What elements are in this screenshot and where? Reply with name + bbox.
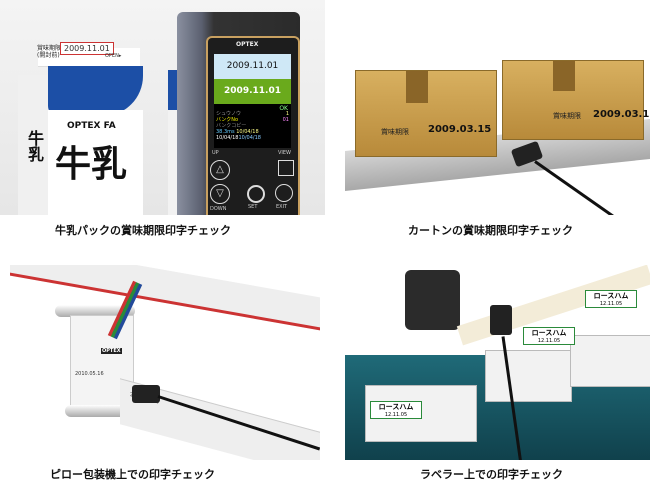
- row-label: シュウノウ: [216, 111, 242, 117]
- screen-row: 38.3ms 10/04/18: [216, 129, 289, 135]
- screen-row: シュウノウ 1: [216, 111, 289, 117]
- product-name-side: 牛乳: [25, 130, 44, 162]
- panel-pillow: OPTEX 2010.05.16 2010.05.16: [0, 265, 320, 460]
- carton-label: 賞味期限: [381, 128, 409, 136]
- caption-milk: 牛乳パックの賞味期限印字チェック: [55, 224, 231, 237]
- view-label: VIEW: [278, 150, 291, 156]
- label-date: 12.11.05: [537, 338, 561, 344]
- film-brand: OPTEX: [101, 348, 122, 354]
- film-web: [10, 265, 320, 331]
- expiry-label-line1: 賞味期限: [37, 45, 62, 52]
- screen-status: OK: [279, 105, 288, 112]
- label-product: ロースハム: [593, 292, 629, 300]
- milk-carton-front: [48, 110, 143, 215]
- expiry-label: 賞味期限 (開封前): [37, 45, 61, 59]
- panel-cartons: 賞味期限 2009.03.15 賞味期限 2009.03.15: [345, 40, 650, 215]
- print-sensor: [490, 305, 512, 335]
- label-product: ロースハム: [378, 403, 414, 411]
- screen-row: 10/04/1810/04/18: [216, 135, 289, 141]
- ham-tray: [570, 335, 650, 387]
- label-date: 12.11.05: [384, 412, 408, 418]
- date-c: 10/04/18: [238, 135, 261, 141]
- view-button[interactable]: [278, 160, 294, 176]
- sensor-panel: OPTEX 2009.11.01 2009.11.01 OK シュウノウ 1 バン…: [206, 36, 300, 215]
- down-label: DOWN: [210, 206, 227, 212]
- print-sensor: [132, 385, 160, 403]
- carton-box: 賞味期限 2009.03.15: [355, 70, 497, 157]
- product-label: ロースハム 12.11.05: [585, 290, 637, 308]
- label-date: 12.11.05: [599, 301, 623, 307]
- caption-pillow: ピロー包装機上での印字チェック: [50, 468, 215, 481]
- row-label: バンクコピー: [216, 123, 247, 129]
- sensor-logo: OPTEX: [236, 41, 259, 48]
- date-b: 10/04/18: [216, 135, 239, 141]
- milk-carton-blue: [48, 66, 143, 116]
- caption-cartons: カートンの賞味期限印字チェック: [408, 224, 573, 237]
- date-a: 10/04/18: [236, 129, 259, 135]
- screen-top-date: 2009.11.01: [214, 54, 291, 79]
- caption-labeler: ラベラー上での印字チェック: [420, 468, 563, 481]
- sensor-screen: 2009.11.01 2009.11.01 OK シュウノウ 1 バンクNo 01 …: [214, 54, 291, 148]
- carton-tape: [406, 71, 428, 103]
- set-label: SET: [248, 204, 258, 210]
- up-label: UP: [212, 150, 219, 156]
- screen-bottom-date: 2009.11.01: [214, 79, 291, 104]
- brand-text: OPTEX FA: [67, 121, 116, 131]
- milk-carton-side: [18, 75, 48, 215]
- ham-tray: [485, 350, 572, 402]
- set-button[interactable]: [247, 185, 265, 203]
- labeler-head: [405, 270, 460, 330]
- row-label: バンクNo: [216, 117, 239, 123]
- down-button[interactable]: ▽: [210, 184, 230, 204]
- product-label: ロースハム 12.11.05: [370, 401, 422, 419]
- row-value: 1: [285, 111, 289, 117]
- sensor-controller: OPTEX 2009.11.01 2009.11.01 OK シュウノウ 1 バン…: [177, 12, 300, 215]
- panel-milk-carton: 賞味期限 (開封前) 2009.11.01 OPEN▸ OPTEX FA 牛乳 …: [0, 0, 325, 215]
- product-label: ロースハム 12.11.05: [523, 327, 575, 345]
- exit-label: EXIT: [276, 204, 288, 210]
- exit-button[interactable]: [275, 184, 293, 202]
- carton-tape: [553, 61, 575, 91]
- screen-row: バンクコピー: [216, 123, 289, 129]
- carton-box: 賞味期限 2009.03.15: [502, 60, 650, 140]
- up-button[interactable]: △: [210, 160, 230, 180]
- time-value: 38.3ms: [216, 129, 235, 135]
- screen-rows: シュウノウ 1 バンクNo 01 バンクコピー 38.3ms 10/04/18 10…: [216, 111, 289, 141]
- label-product: ロースハム: [531, 329, 567, 337]
- panel-labeler: ロースハム 12.11.05 ロースハム 12.11.05 ロースハム 12.1…: [345, 265, 650, 460]
- expiry-date-box: 2009.11.01: [60, 42, 114, 55]
- row-value: 01: [282, 117, 289, 123]
- carton-label: 賞味期限: [553, 112, 581, 120]
- film-roller: [55, 305, 135, 317]
- expiry-label-line2: (開封前): [37, 52, 60, 59]
- product-name: 牛乳: [55, 144, 128, 185]
- open-label: OPEN▸: [105, 53, 122, 59]
- carton-date: 2009.03.15: [593, 109, 650, 120]
- film-date: 2010.05.16: [75, 371, 104, 377]
- carton-date: 2009.03.15: [428, 124, 492, 135]
- screen-row: バンクNo 01: [216, 117, 289, 123]
